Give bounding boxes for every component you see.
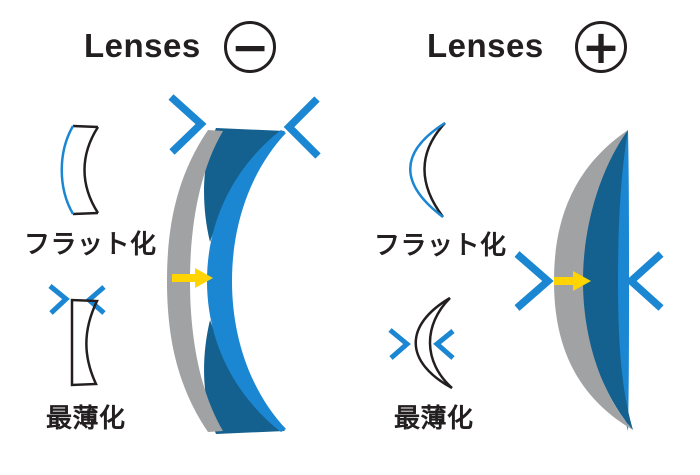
back-surface-curve: [83, 126, 100, 214]
minus-sign: −: [230, 20, 270, 74]
flattened-lens-outline-icon: [60, 124, 100, 216]
thinnest-label: 最薄化: [394, 403, 474, 433]
thick-top-edge-shape: [204, 128, 285, 242]
flattened-front-surface-curve: [409, 121, 446, 218]
original-lens-shape: [554, 130, 633, 430]
thinnest-label: 最薄化: [46, 403, 126, 433]
minus-circle-icon: −: [224, 21, 276, 73]
shift-arrow-icon: [573, 271, 591, 291]
squeeze-chevron-left-icon: [625, 251, 664, 311]
flatten-label: フラット化: [24, 229, 157, 259]
plus-panel-title: Lenses: [427, 27, 544, 64]
original-lens-shape: [167, 130, 223, 432]
squeeze-chevron-right-icon: [168, 94, 207, 155]
squeeze-chevron-right-icon: [514, 251, 554, 311]
new-lens-shape: [207, 130, 286, 432]
top-edge-line: [72, 124, 99, 129]
minus-lens-figure: [167, 94, 321, 434]
front-surface-curve: [414, 296, 453, 390]
thick-bottom-edge-shape: [204, 320, 285, 434]
thinned-lens-outline-icon: [388, 296, 455, 390]
thin-chevron-right-icon: [48, 284, 70, 315]
bottom-edge-line: [72, 211, 99, 216]
thinned-lens-outline-icon: [48, 284, 106, 387]
flattened-lens-outline-icon: [409, 121, 446, 218]
back-surface-curve: [423, 122, 446, 218]
plus-circle-icon: +: [575, 21, 627, 73]
plus-sign: +: [581, 20, 621, 74]
minus-panel-title: Lenses: [84, 27, 201, 64]
thin-chevron-right-icon: [388, 328, 411, 360]
squeeze-chevron-left-icon: [283, 96, 321, 159]
thin-chevron-left-icon: [433, 329, 455, 360]
new-lens-shape: [583, 130, 633, 430]
flattened-front-surface-curve: [60, 125, 75, 215]
shift-arrow-icon: [195, 268, 213, 288]
plano-concave-outline: [70, 298, 99, 387]
flatten-label: フラット化: [374, 230, 507, 260]
back-surface-curve: [428, 297, 453, 389]
plus-lens-figure: [514, 130, 664, 431]
